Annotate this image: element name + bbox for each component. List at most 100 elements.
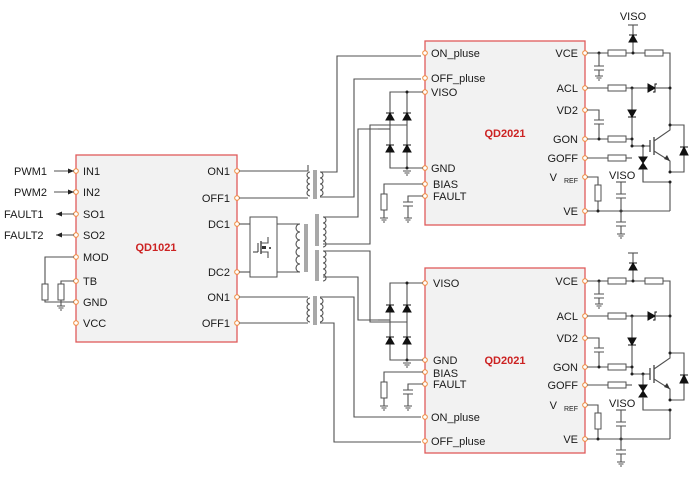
- pin-on-pluse: ON_pluse: [431, 412, 480, 424]
- coil-icon: [306, 297, 311, 323]
- pin-gon: GON: [553, 134, 578, 146]
- pin-vref-sub: REF: [564, 178, 578, 185]
- diode-icon: [627, 109, 637, 119]
- qd2021-top-body: [424, 40, 586, 226]
- pin-bias: BIAS: [433, 368, 458, 380]
- pin-vce: VCE: [555, 276, 578, 288]
- output-stage-bottom: VISO: [587, 252, 689, 467]
- pin-vcc: VCC: [83, 318, 106, 330]
- pin-goff: GOFF: [547, 153, 578, 165]
- resistor-icon: [607, 277, 627, 285]
- external-io: PWM1 PWM2 FAULT1 FAULT2: [4, 166, 74, 311]
- pin-mod: MOD: [83, 252, 109, 264]
- pin-vce: VCE: [555, 48, 578, 60]
- diode-icon: [402, 303, 412, 313]
- pin-dc1: DC1: [208, 219, 230, 231]
- pin-gon: GON: [553, 362, 578, 374]
- ground-icon: [402, 170, 412, 176]
- pin-on-pluse: ON_pluse: [431, 48, 480, 60]
- ground-icon: [594, 75, 604, 81]
- diode-icon: [385, 303, 395, 313]
- pin-off-pluse: OFF_pluse: [431, 73, 485, 85]
- resistor-icon: [607, 312, 627, 320]
- zener-diode-icon: [647, 83, 657, 93]
- pin-so2: SO2: [83, 230, 105, 242]
- pin-vref-sub: REF: [564, 406, 578, 413]
- pin-off-pluse: OFF_pluse: [431, 436, 485, 448]
- ground-icon: [379, 217, 389, 223]
- qd2021-bottom-chip: QD2021 VISO GND BIAS FAULT ON_pluse OFF_…: [422, 267, 588, 454]
- ground-icon: [616, 461, 626, 467]
- tvs-diode-icon: [638, 156, 648, 164]
- diode-icon: [402, 335, 412, 345]
- tvs-diode-icon: [638, 384, 648, 392]
- pin-gnd: GND: [433, 355, 458, 367]
- output-stage-top: VISO: [587, 11, 689, 239]
- resistor-icon: [607, 154, 627, 162]
- pin-vref: V: [550, 172, 558, 184]
- label-viso-top-mid: VISO: [609, 170, 636, 182]
- label-fault1: FAULT1: [4, 209, 44, 221]
- diode-icon: [385, 335, 395, 345]
- pin-gnd: GND: [431, 163, 456, 175]
- qd1021-body: [75, 154, 238, 343]
- qd1021-chip: QD1021 IN1 IN2 SO1 SO2 MOD TB GND VCC ON…: [73, 154, 240, 343]
- resistor-icon: [607, 363, 627, 371]
- arrow-in-icon: [68, 189, 74, 195]
- qd2021-top-title: QD2021: [485, 128, 526, 140]
- coil-icon: [319, 297, 324, 323]
- qd2021-bottom-body: [424, 267, 586, 454]
- resistor-icon: [607, 49, 627, 57]
- pin-vd2: VD2: [557, 333, 578, 345]
- diode-icon: [402, 143, 412, 153]
- qd2021-top-chip: QD2021 ON_pluse OFF_pluse VISO GND BIAS …: [422, 40, 588, 226]
- label-pwm1: PWM1: [14, 166, 47, 178]
- resistor-mod: [41, 283, 49, 301]
- ground-icon: [379, 405, 389, 411]
- pin-vd2: VD2: [557, 105, 578, 117]
- pin-acl: ACL: [557, 83, 578, 95]
- pin-so1: SO1: [83, 209, 105, 221]
- resistor-icon: [607, 135, 627, 143]
- coil-icon: [295, 223, 301, 273]
- coil-icon: [319, 171, 324, 197]
- arrow-in-icon: [68, 168, 74, 174]
- resistor-vref: [594, 184, 602, 202]
- diode-icon: [385, 111, 395, 121]
- pin-in1: IN1: [83, 166, 100, 178]
- qd1021-title: QD1021: [136, 242, 177, 254]
- transformers: [239, 55, 421, 443]
- pin-bias: BIAS: [433, 179, 458, 191]
- qd2021-bottom-title: QD2021: [485, 355, 526, 367]
- resistor-bias: [380, 193, 388, 211]
- diode-icon: [628, 33, 638, 43]
- pin-goff: GOFF: [547, 380, 578, 392]
- resistor-icon: [644, 277, 664, 285]
- pin-viso: VISO: [433, 278, 460, 290]
- label-viso-bottom: VISO: [609, 398, 636, 410]
- coil-icon: [306, 171, 311, 197]
- rectifier-bridge-bottom: [378, 281, 423, 411]
- diode-icon: [627, 337, 637, 347]
- pin-on1-a: ON1: [207, 166, 230, 178]
- resistor-vref: [594, 412, 602, 430]
- ground-icon: [403, 217, 413, 223]
- pin-fault: FAULT: [433, 191, 467, 203]
- diode-icon: [628, 261, 638, 271]
- resistor-icon: [607, 84, 627, 92]
- ground-icon: [594, 303, 604, 309]
- pin-ve: VE: [563, 206, 578, 218]
- resistor-tb: [57, 283, 65, 301]
- ground-icon: [402, 362, 412, 368]
- ground-icon: [403, 405, 413, 411]
- pin-in2: IN2: [83, 187, 100, 199]
- pin-off1-a: OFF1: [202, 193, 230, 205]
- pin-on1-b: ON1: [207, 292, 230, 304]
- diode-icon: [385, 143, 395, 153]
- ground-icon: [616, 233, 626, 239]
- diode-icon: [679, 373, 689, 384]
- ground-icon: [56, 305, 66, 311]
- pin-vref: V: [550, 400, 558, 412]
- arrow-out-icon: [56, 211, 62, 217]
- pin-tb: TB: [83, 276, 97, 288]
